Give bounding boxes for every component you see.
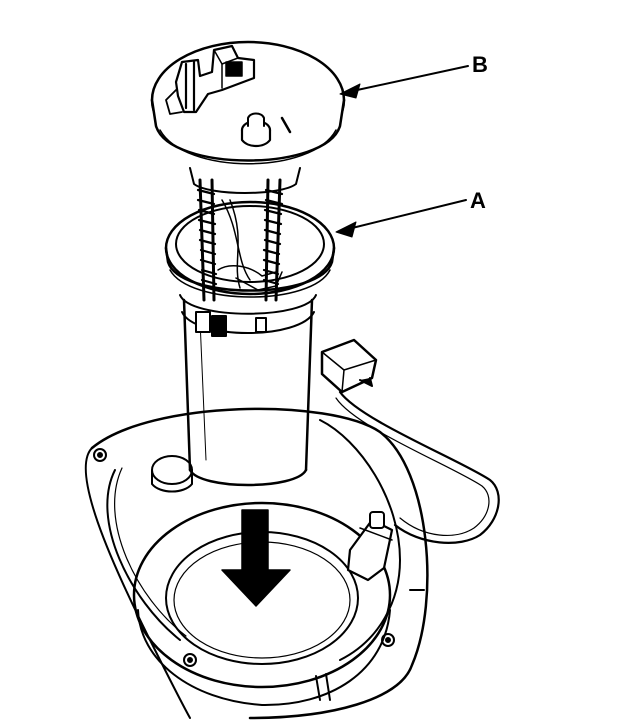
callout-label-a: A <box>470 188 486 213</box>
callout-leaders <box>336 66 468 237</box>
guide-rods <box>198 180 282 300</box>
pump-module-cover-b <box>152 42 344 193</box>
down-arrow-icon <box>222 510 290 606</box>
callout-label-b: B <box>472 52 488 77</box>
electrical-connector <box>322 340 499 580</box>
fuel-pump-reservoir <box>180 295 316 485</box>
seal-ring-a <box>166 202 334 297</box>
fuel-tank <box>86 409 428 718</box>
